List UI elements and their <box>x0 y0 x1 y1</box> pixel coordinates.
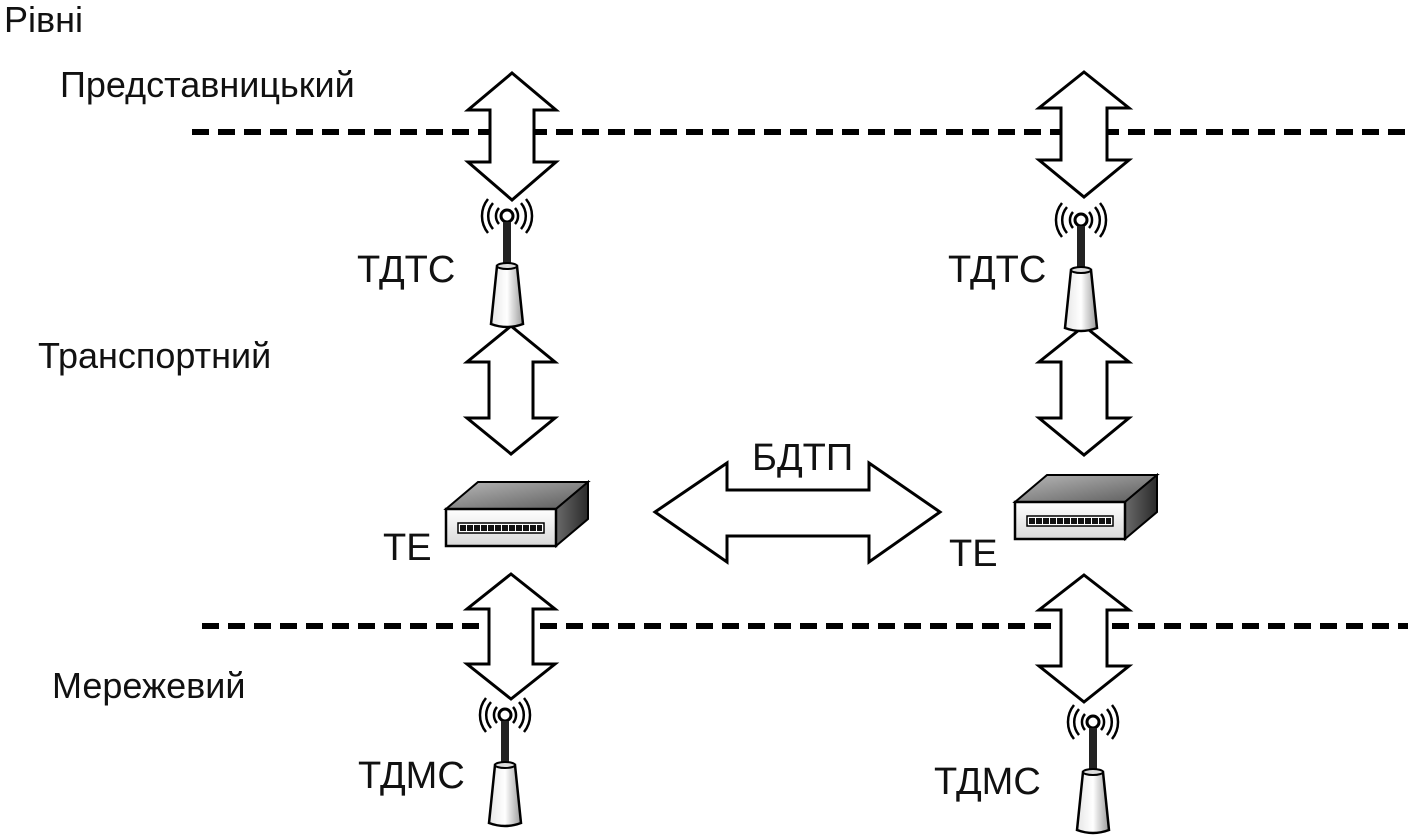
double-arrow-bdtp-link <box>652 460 943 565</box>
double-arrow-right-transport <box>1034 324 1134 457</box>
terminal-device-icon-left <box>444 480 590 548</box>
level-label-transport: Транспортний <box>38 335 272 376</box>
node-label-right-tdts: ТДТС <box>948 249 1047 291</box>
level-label-presentation: Представницький <box>60 64 355 105</box>
diagram-title: Рівні <box>4 0 84 40</box>
double-arrow-left-transport <box>462 324 560 456</box>
node-label-left-te: ТЕ <box>383 527 432 569</box>
double-arrow-right-presentation <box>1034 70 1134 199</box>
antenna-icon-right-tdts <box>1054 201 1108 333</box>
double-arrow-left-presentation <box>463 71 561 202</box>
antenna-icon-left-tdms <box>478 696 532 828</box>
node-label-right-tdms: ТДМС <box>934 761 1041 803</box>
double-arrow-right-network <box>1034 573 1134 704</box>
level-label-network: Мережевий <box>52 665 246 706</box>
node-label-left-tdts: ТДТС <box>357 249 456 291</box>
double-arrow-left-network <box>462 572 560 701</box>
antenna-icon-right-tdms <box>1066 703 1120 835</box>
antenna-icon-left-tdts <box>480 197 534 329</box>
terminal-device-icon-right <box>1013 473 1159 541</box>
node-label-left-tdms: ТДМС <box>358 755 465 797</box>
node-label-right-te: ТЕ <box>949 533 998 575</box>
link-label-bdtp: БДТП <box>752 437 854 479</box>
